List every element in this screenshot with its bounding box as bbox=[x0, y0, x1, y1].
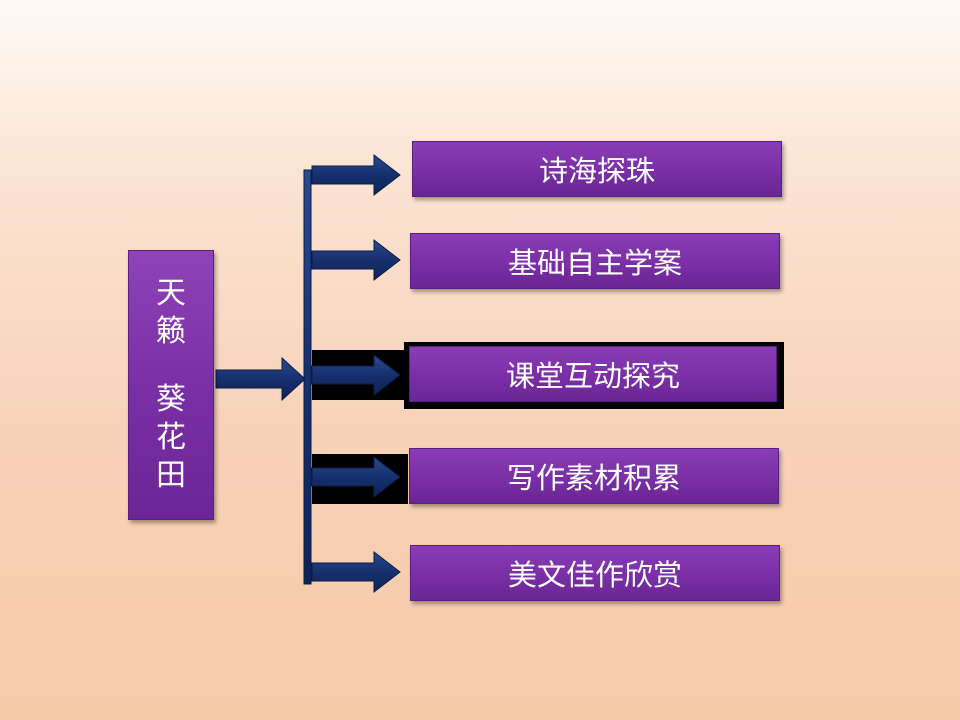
menu-item-writing-materials[interactable]: 写作素材积累 bbox=[409, 448, 779, 504]
title-char: 田 bbox=[156, 458, 186, 493]
branch-arrow-2 bbox=[311, 238, 401, 282]
menu-item-self-study[interactable]: 基础自主学案 bbox=[410, 233, 780, 289]
menu-item-label: 美文佳作欣赏 bbox=[507, 558, 682, 592]
branch-arrow-1 bbox=[311, 153, 401, 197]
menu-item-label: 诗海探珠 bbox=[538, 154, 655, 188]
main-arrow bbox=[215, 356, 306, 402]
title-char: 葵 bbox=[156, 382, 186, 417]
menu-item-label: 写作素材积累 bbox=[506, 461, 681, 495]
menu-item-poetry[interactable]: 诗海探珠 bbox=[412, 141, 782, 197]
branch-arrow-5 bbox=[311, 550, 401, 594]
bracket-line bbox=[303, 169, 312, 585]
lesson-title-box: 天 籁 葵 花 田 bbox=[128, 250, 214, 520]
menu-item-classroom-interaction[interactable]: 课堂互动探究 bbox=[409, 346, 777, 402]
menu-item-label: 基础自主学案 bbox=[507, 246, 682, 280]
menu-item-label: 课堂互动探究 bbox=[505, 359, 680, 393]
branch-arrow-4 bbox=[311, 455, 401, 499]
title-char: 花 bbox=[156, 420, 186, 455]
menu-item-essay-appreciation[interactable]: 美文佳作欣赏 bbox=[410, 545, 780, 601]
title-char: 籁 bbox=[156, 314, 186, 349]
branch-arrow-3 bbox=[311, 353, 401, 397]
title-char: 天 bbox=[156, 276, 186, 311]
